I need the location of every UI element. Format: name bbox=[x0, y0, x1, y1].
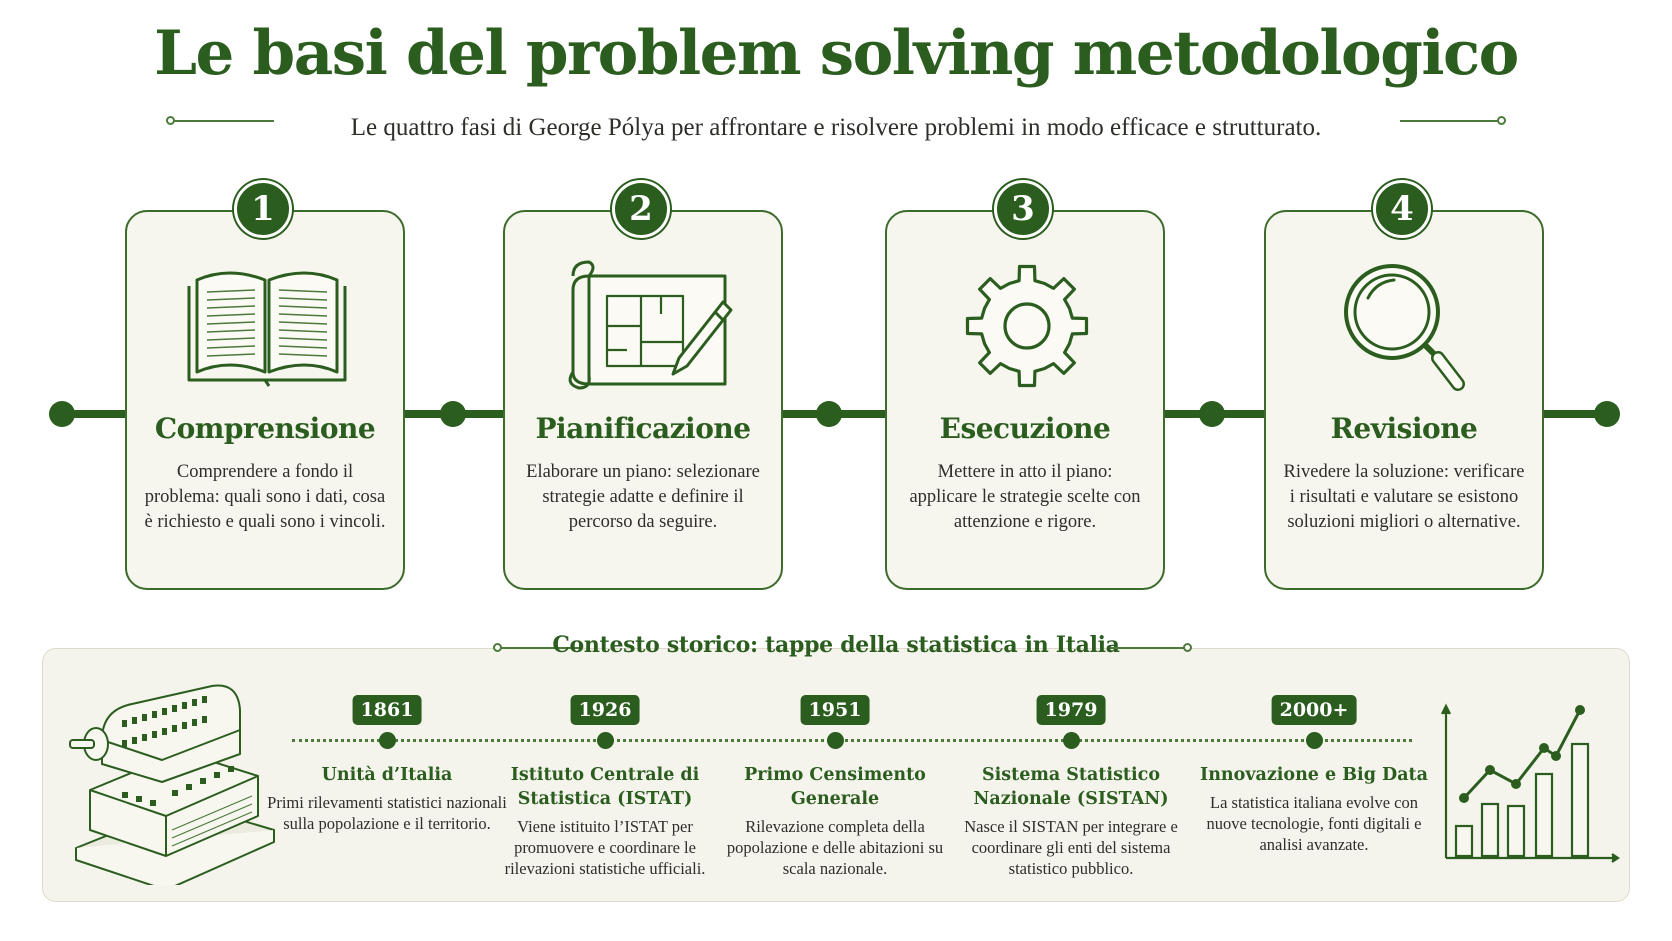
calculating-machine-icon bbox=[69, 684, 275, 885]
ornament-dot bbox=[1497, 116, 1506, 125]
page-subtitle: Le quattro fasi di George Pólya per affr… bbox=[350, 114, 1322, 141]
phase-card-pianificazione: Pianificazione Elaborare un piano: selez… bbox=[503, 210, 783, 590]
timeline-node bbox=[379, 732, 396, 749]
ornament-line bbox=[501, 647, 581, 649]
event-title: Istituto Centrale di Statistica (ISTAT) bbox=[510, 765, 700, 809]
history-title: Contesto storico: tappe della statistica… bbox=[552, 632, 1120, 658]
phase-number-badge: 1 bbox=[234, 180, 292, 238]
history-panel bbox=[42, 648, 1630, 902]
phase-number-badge: 4 bbox=[1373, 180, 1431, 238]
connector-node bbox=[816, 401, 842, 427]
phase-description: Comprendere a fondo il problema: quali s… bbox=[144, 462, 386, 532]
year-badge: 1861 bbox=[352, 695, 422, 725]
phase-title: Pianificazione bbox=[535, 412, 751, 445]
phase-title: Esecuzione bbox=[939, 412, 1111, 445]
event-title: Sistema Statistico Nazionale (SISTAN) bbox=[973, 765, 1169, 809]
event-title: Primo Censimento Generale bbox=[744, 765, 926, 809]
event-description: Viene istituito l’ISTAT per promuovere e… bbox=[504, 817, 706, 878]
year-badge: 1951 bbox=[800, 695, 870, 725]
year-badge: 1926 bbox=[570, 695, 640, 725]
subtitle-row: Le quattro fasi di George Pólya per affr… bbox=[0, 110, 1672, 146]
event-title: Innovazione e Big Data bbox=[1200, 765, 1428, 785]
phase-description: Mettere in atto il piano: applicare le s… bbox=[909, 462, 1141, 532]
ornament-line bbox=[1400, 120, 1500, 122]
phase-number-badge: 2 bbox=[612, 180, 670, 238]
connector-node bbox=[1594, 401, 1620, 427]
history-timeline-line bbox=[292, 739, 1412, 742]
phase-number-badge: 3 bbox=[994, 180, 1052, 238]
ornament-line bbox=[174, 120, 274, 122]
ornament-dot bbox=[1183, 643, 1192, 652]
connector-node bbox=[440, 401, 466, 427]
phase-title: Comprensione bbox=[154, 412, 376, 445]
year-badge: 2000+ bbox=[1271, 695, 1357, 725]
event-title: Unità d’Italia bbox=[321, 765, 453, 785]
phase-card-esecuzione: Esecuzione Mettere in atto il piano: app… bbox=[885, 210, 1165, 590]
phase-description: Elaborare un piano: selezionare strategi… bbox=[526, 462, 760, 532]
phase-description: Rivedere la soluzione: verificare i risu… bbox=[1283, 462, 1525, 532]
phase-card-comprensione: Comprensione Comprendere a fondo il prob… bbox=[125, 210, 405, 590]
event-description: La statistica italiana evolve con nuove … bbox=[1206, 793, 1422, 854]
phase-card-revisione: Revisione Rivedere la soluzione: verific… bbox=[1264, 210, 1544, 590]
connector-node bbox=[49, 401, 75, 427]
phase-title: Revisione bbox=[1330, 412, 1478, 445]
timeline-node bbox=[1063, 732, 1080, 749]
gear-icon bbox=[965, 264, 1089, 388]
blueprint-pencil-icon bbox=[568, 260, 733, 390]
timeline-node bbox=[597, 732, 614, 749]
magnifying-glass-icon bbox=[1344, 264, 1465, 391]
connector-node bbox=[1199, 401, 1225, 427]
ornament-line bbox=[1110, 647, 1186, 649]
growth-chart-icon bbox=[1441, 703, 1620, 863]
open-book-icon bbox=[187, 271, 347, 387]
year-badge: 1979 bbox=[1036, 695, 1106, 725]
event-description: Primi rilevamenti statistici nazionali s… bbox=[267, 793, 507, 833]
event-description: Rilevazione completa della popolazione e… bbox=[726, 817, 944, 878]
timeline-node bbox=[1306, 732, 1323, 749]
timeline-node bbox=[827, 732, 844, 749]
page-title: Le basi del problem solving metodologico bbox=[154, 18, 1519, 89]
event-description: Nasce il SISTAN per integrare e coordina… bbox=[964, 817, 1178, 878]
